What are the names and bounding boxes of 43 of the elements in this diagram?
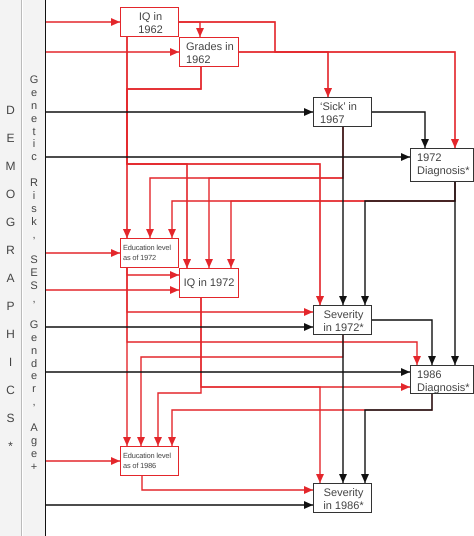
arrow [46,501,313,509]
arrow [239,51,459,148]
side-band [23,0,46,536]
vertical-label: DEMOGRAPHICS* [4,102,16,455]
arrow [46,48,179,56]
arrow [46,286,179,294]
box-label: 1986 Diagnosis* [417,369,469,395]
arrow [46,249,120,257]
process-box [120,238,179,268]
side-band [0,0,22,536]
process-box [410,148,474,182]
process-box [313,305,372,335]
box-label: Severity in 1972* [322,309,365,335]
arrow [46,323,313,331]
process-box [410,365,474,394]
process-box [179,37,239,67]
arrow [141,476,313,494]
arrow [200,298,324,483]
box-label: Grades in 1962 [186,41,234,67]
box-label: IQ in 1962 [137,11,164,37]
vertical-label: Genetic Risk, SES, Gender, Age+ [28,74,40,474]
arrow [126,268,179,279]
arrow [361,394,433,483]
arrow [372,111,429,148]
arrow [46,368,410,376]
process-box [179,268,239,298]
arrow [123,268,131,446]
box-label: Severity in 1986* [322,487,365,513]
arrow [361,182,456,305]
arrow [339,335,347,483]
arrow [46,108,313,116]
box-label: 1972 Diagnosis* [417,152,469,178]
arrow [46,153,410,161]
process-box [120,7,179,37]
process-box [120,446,179,476]
process-box [313,483,372,513]
process-box [313,97,372,127]
arrow [339,127,347,305]
box-label: IQ in 1972 [184,276,234,290]
arrow [372,319,436,365]
box-label: ‘Sick’ in 1967 [320,101,358,127]
arrow [46,18,120,26]
arrow [46,457,120,465]
